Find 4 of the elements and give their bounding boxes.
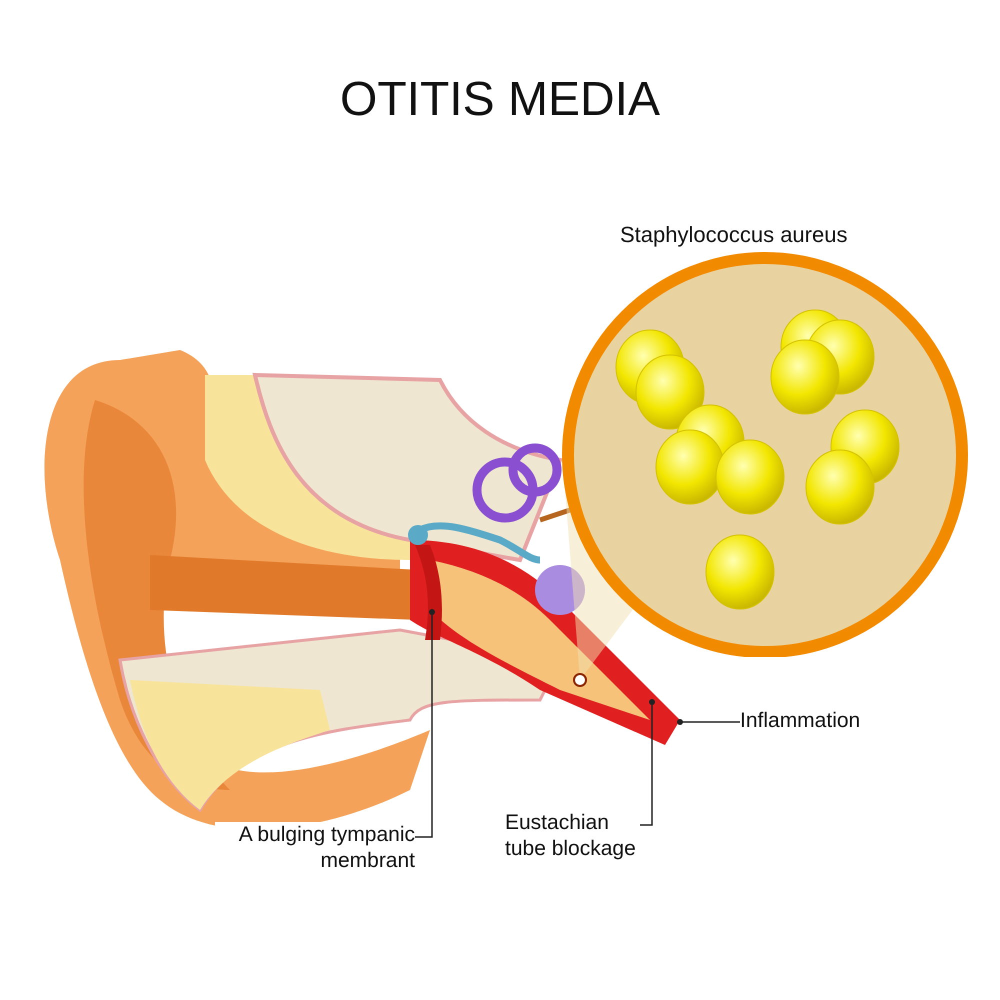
leader-line <box>677 719 740 725</box>
diagram-title: OTITIS MEDIA <box>338 72 661 128</box>
leader-line <box>415 609 435 838</box>
leader-line <box>640 699 655 826</box>
